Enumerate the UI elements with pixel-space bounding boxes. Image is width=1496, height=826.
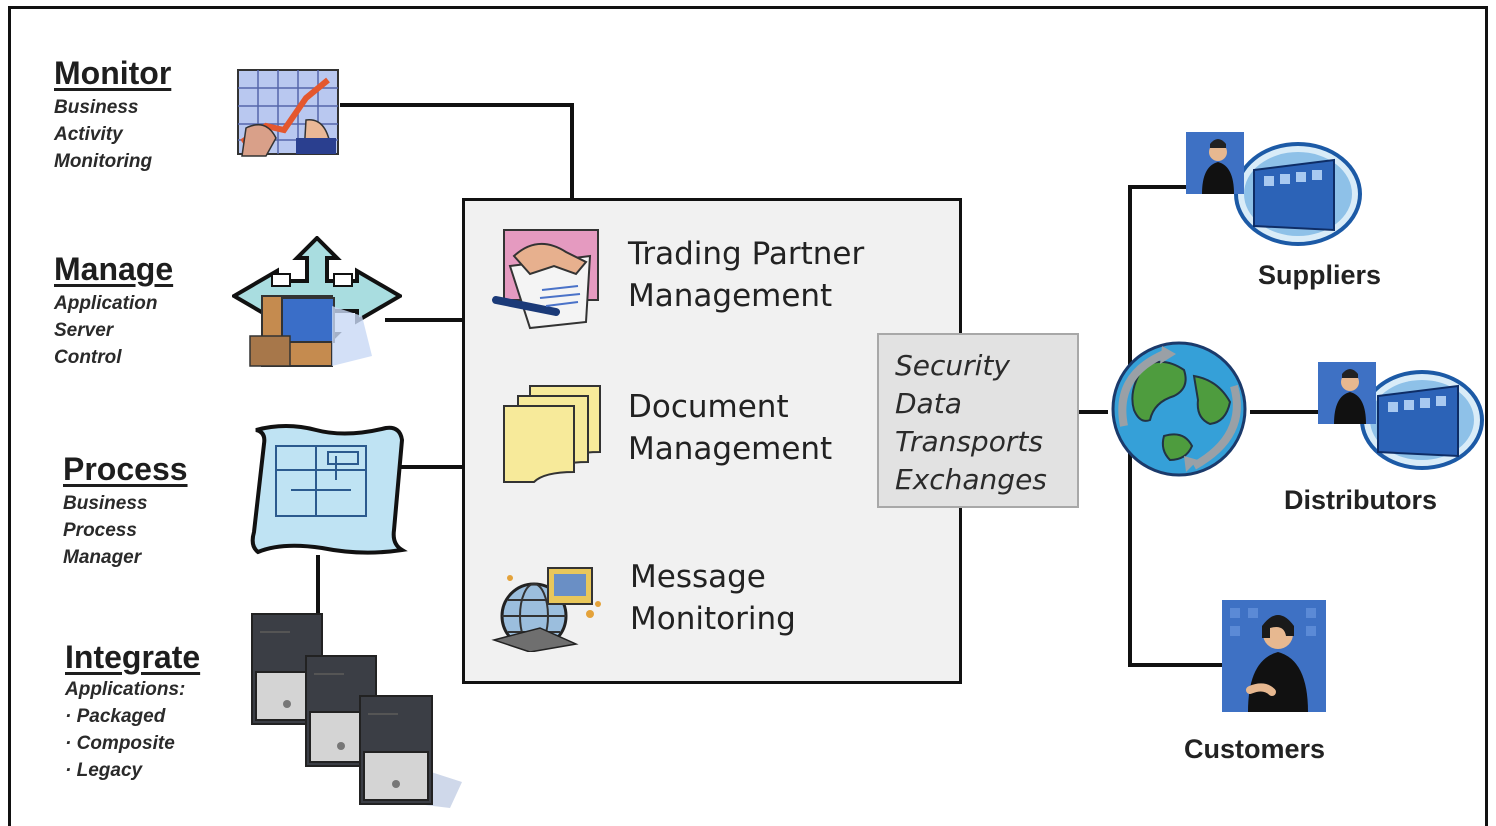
group-line: · Legacy [65,760,143,781]
center-item-document: Document Management [628,386,832,470]
handshake-icon [492,229,599,330]
group-line: Applications: [65,679,186,700]
group-line: Monitoring [54,151,153,172]
security-line: Security [895,349,1010,382]
center-item-message: Message Monitoring [630,556,796,640]
party-label-customers: Customers [1184,734,1326,764]
security-line: Transports [895,425,1043,458]
group-line: Process [63,520,137,541]
group-line: Application [54,293,158,314]
group-line: Server [54,320,114,341]
group-line: Business [54,97,139,118]
group-manage: Manage Application Server Control [54,252,173,371]
security-box: Security Data Transports Exchanges [877,333,1079,508]
group-process: Process Business Process Manager [63,452,188,571]
group-line: Business [63,493,148,514]
center-item-line: Message [630,559,766,595]
globe-icon [1111,341,1247,477]
group-title: Monitor [54,55,172,91]
group-line: Manager [63,547,142,568]
group-line: · Packaged [65,706,166,727]
documents-icon [503,385,601,483]
party-label-distributors: Distributors [1284,485,1438,515]
chart-growth-icon [237,69,339,157]
group-title: Integrate [65,639,201,675]
group-title: Manage [54,251,174,287]
group-title: Process [63,451,188,487]
blueprint-scroll-icon [250,424,408,555]
servers-icon [251,613,462,808]
center-item-line: Management [628,278,833,314]
group-monitor: Monitor Business Activity Monitoring [54,56,171,175]
person-building-icon [1318,362,1484,470]
message-globe-icon [491,567,601,652]
computer-arrows-icon [232,236,402,367]
group-line: · Composite [65,733,175,754]
center-item-line: Trading Partner [628,236,865,272]
security-line: Data [895,387,962,420]
center-item-line: Document [628,389,789,425]
person-building-icon [1186,132,1362,246]
group-line: Activity [54,124,123,145]
security-line: Exchanges [895,463,1047,496]
group-integrate: Integrate Applications: · Packaged · Com… [65,640,200,784]
party-label-suppliers: Suppliers [1258,260,1382,290]
center-item-trading-partner: Trading Partner Management [628,233,864,317]
group-line: Control [54,347,122,368]
center-item-line: Monitoring [630,601,796,637]
center-item-line: Management [628,431,833,467]
diagram-frame [8,6,1488,826]
person-icon [1222,600,1326,712]
